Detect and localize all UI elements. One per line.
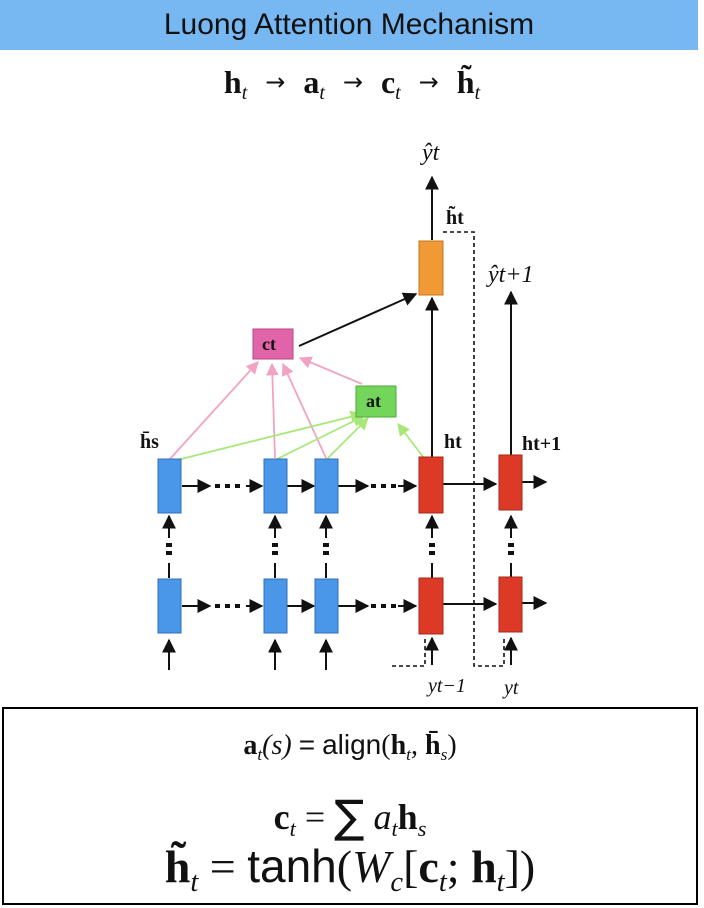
- formula-alignment: at(s) = align(ht, h̄s): [243, 729, 457, 764]
- title-bar: Luong Attention Mechanism: [0, 0, 698, 50]
- output-arrows: [298, 175, 518, 458]
- formula-attentional-hidden: h̃t = tanh(Wc[ct; ht]): [164, 840, 536, 899]
- encoder-cell: [314, 458, 339, 514]
- pipeline-arrow: →: [418, 68, 439, 96]
- label-h-t: ht: [444, 431, 462, 453]
- label-a-t: at: [366, 391, 381, 411]
- decoder-cells: [418, 454, 523, 635]
- formula-context: ct = ∑ aths: [273, 789, 427, 843]
- pipeline-equation: ht → at → ct → h̃t: [0, 64, 704, 114]
- vertical-ellipsis: [166, 543, 514, 555]
- input-arrows: [162, 636, 518, 670]
- decoder-cell: [498, 576, 523, 633]
- encoder-cell: [314, 578, 339, 634]
- decoder-cell: [498, 454, 523, 511]
- encoder-cells: [157, 458, 339, 634]
- label-y-t: yt: [502, 677, 519, 699]
- label-h-bar-s: h̄s: [140, 430, 159, 453]
- context-attention-arrows: [168, 356, 363, 461]
- pipeline-step-c: ct: [380, 64, 401, 105]
- horizontal-ellipsis: [215, 484, 396, 608]
- alignment-attention-arrows: [168, 410, 425, 463]
- page-title: Luong Attention Mechanism: [163, 8, 535, 41]
- encoder-cell: [263, 458, 288, 514]
- pipeline-step-a: at: [303, 64, 325, 105]
- dashed-feed-lines: [392, 231, 505, 667]
- encoder-cell: [157, 578, 182, 634]
- label-h-t1: ht+1: [522, 433, 561, 455]
- decoder-cell: [418, 577, 444, 635]
- context-vector-box: [252, 328, 294, 360]
- attentional-output-cell: [418, 240, 444, 296]
- formula-box: at(s) = align(ht, h̄s) ct = ∑ aths h̃t =…: [2, 707, 698, 905]
- recurrent-arrows: [182, 475, 548, 613]
- label-y-t-minus-1: yt−1: [426, 675, 466, 697]
- decoder-cell: [418, 456, 444, 514]
- label-y-hat-t1: ŷt+1: [486, 262, 534, 288]
- stack-arrows: [162, 514, 518, 578]
- alignment-vector-box: [355, 385, 397, 418]
- pipeline-arrow: →: [265, 68, 286, 96]
- pipeline-step-h-tilde: h̃t: [456, 64, 481, 105]
- pipeline-step-h: ht: [223, 64, 248, 105]
- sum-symbol: ∑: [334, 789, 365, 843]
- encoder-cell: [263, 578, 288, 634]
- encoder-cell: [157, 458, 182, 514]
- label-c-t: ct: [262, 334, 276, 354]
- pipeline-arrow: →: [342, 68, 363, 96]
- label-h-tilde-t: h̃t: [446, 205, 464, 229]
- label-y-hat-t: ŷt: [420, 140, 441, 166]
